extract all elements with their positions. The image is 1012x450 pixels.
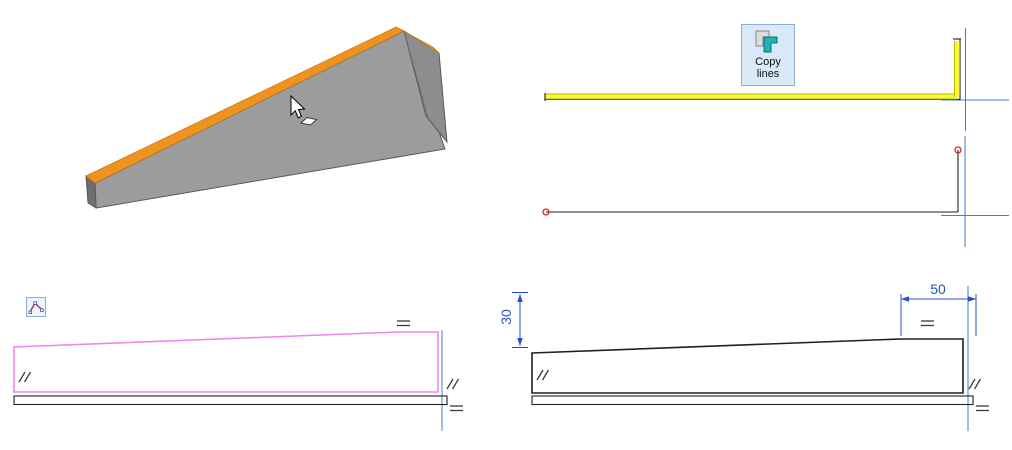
tick	[23, 371, 32, 383]
equal-constraint-icon[interactable]	[921, 320, 934, 327]
copy-lines-button[interactable]: Copy lines	[741, 24, 795, 86]
vertex-circle-icon[interactable]	[954, 146, 962, 154]
parallel-constraint-icon[interactable]	[968, 378, 982, 390]
dimension-30[interactable]: 30	[498, 292, 528, 348]
parallel-constraint-icon[interactable]	[536, 369, 550, 381]
sketch-profile-dimensioned[interactable]: 50 30	[498, 281, 989, 431]
copy-lines-label-line1: Copy	[755, 56, 781, 68]
vertex-circle-icon[interactable]	[542, 208, 550, 216]
tick	[18, 371, 26, 383]
parallel-constraint-icon[interactable]	[446, 378, 460, 390]
base-strip-outline[interactable]	[13, 395, 448, 406]
bend-inner-edge[interactable]	[403, 30, 429, 119]
arrow-pointer-icon	[290, 94, 306, 119]
arrow-down-icon	[517, 338, 523, 346]
arrow-up-icon	[517, 294, 523, 302]
tick	[541, 369, 550, 381]
sketch-profile-selected[interactable]	[13, 320, 463, 431]
copy-lines-label-line2: lines	[756, 68, 780, 80]
sketch-copied-lines[interactable]	[542, 136, 1009, 247]
sketch-tool-button[interactable]	[26, 297, 46, 317]
dimension-text[interactable]: 30	[498, 309, 514, 325]
selected-profile-outline[interactable]	[13, 331, 439, 393]
sketch-highlighted-lines[interactable]	[544, 28, 1009, 131]
dimension-text[interactable]: 50	[930, 281, 946, 297]
highlighted-edge-bend[interactable]	[395, 26, 440, 54]
arrow-left-icon	[901, 296, 909, 302]
dimension-50[interactable]: 50	[900, 281, 977, 336]
copy-lines-label: Copy lines	[755, 56, 781, 80]
parallel-constraint-icon[interactable]	[18, 371, 32, 383]
polyline-sketch-icon	[28, 301, 44, 314]
equal-constraint-icon[interactable]	[976, 405, 989, 412]
equal-constraint-icon[interactable]	[450, 405, 463, 412]
face-pick-icon	[300, 117, 318, 126]
iso-view-3d-part[interactable]	[85, 26, 448, 209]
equal-constraint-icon[interactable]	[397, 320, 410, 327]
base-strip-outline[interactable]	[531, 395, 974, 406]
tick	[973, 378, 982, 390]
profile-outline[interactable]	[531, 338, 964, 394]
copy-lines-icon	[755, 30, 778, 53]
tick	[968, 378, 976, 390]
tick	[536, 369, 544, 381]
tick	[446, 378, 454, 390]
tick	[451, 378, 460, 390]
part-web-face[interactable]	[94, 30, 446, 209]
arrow-right-icon	[968, 296, 976, 302]
